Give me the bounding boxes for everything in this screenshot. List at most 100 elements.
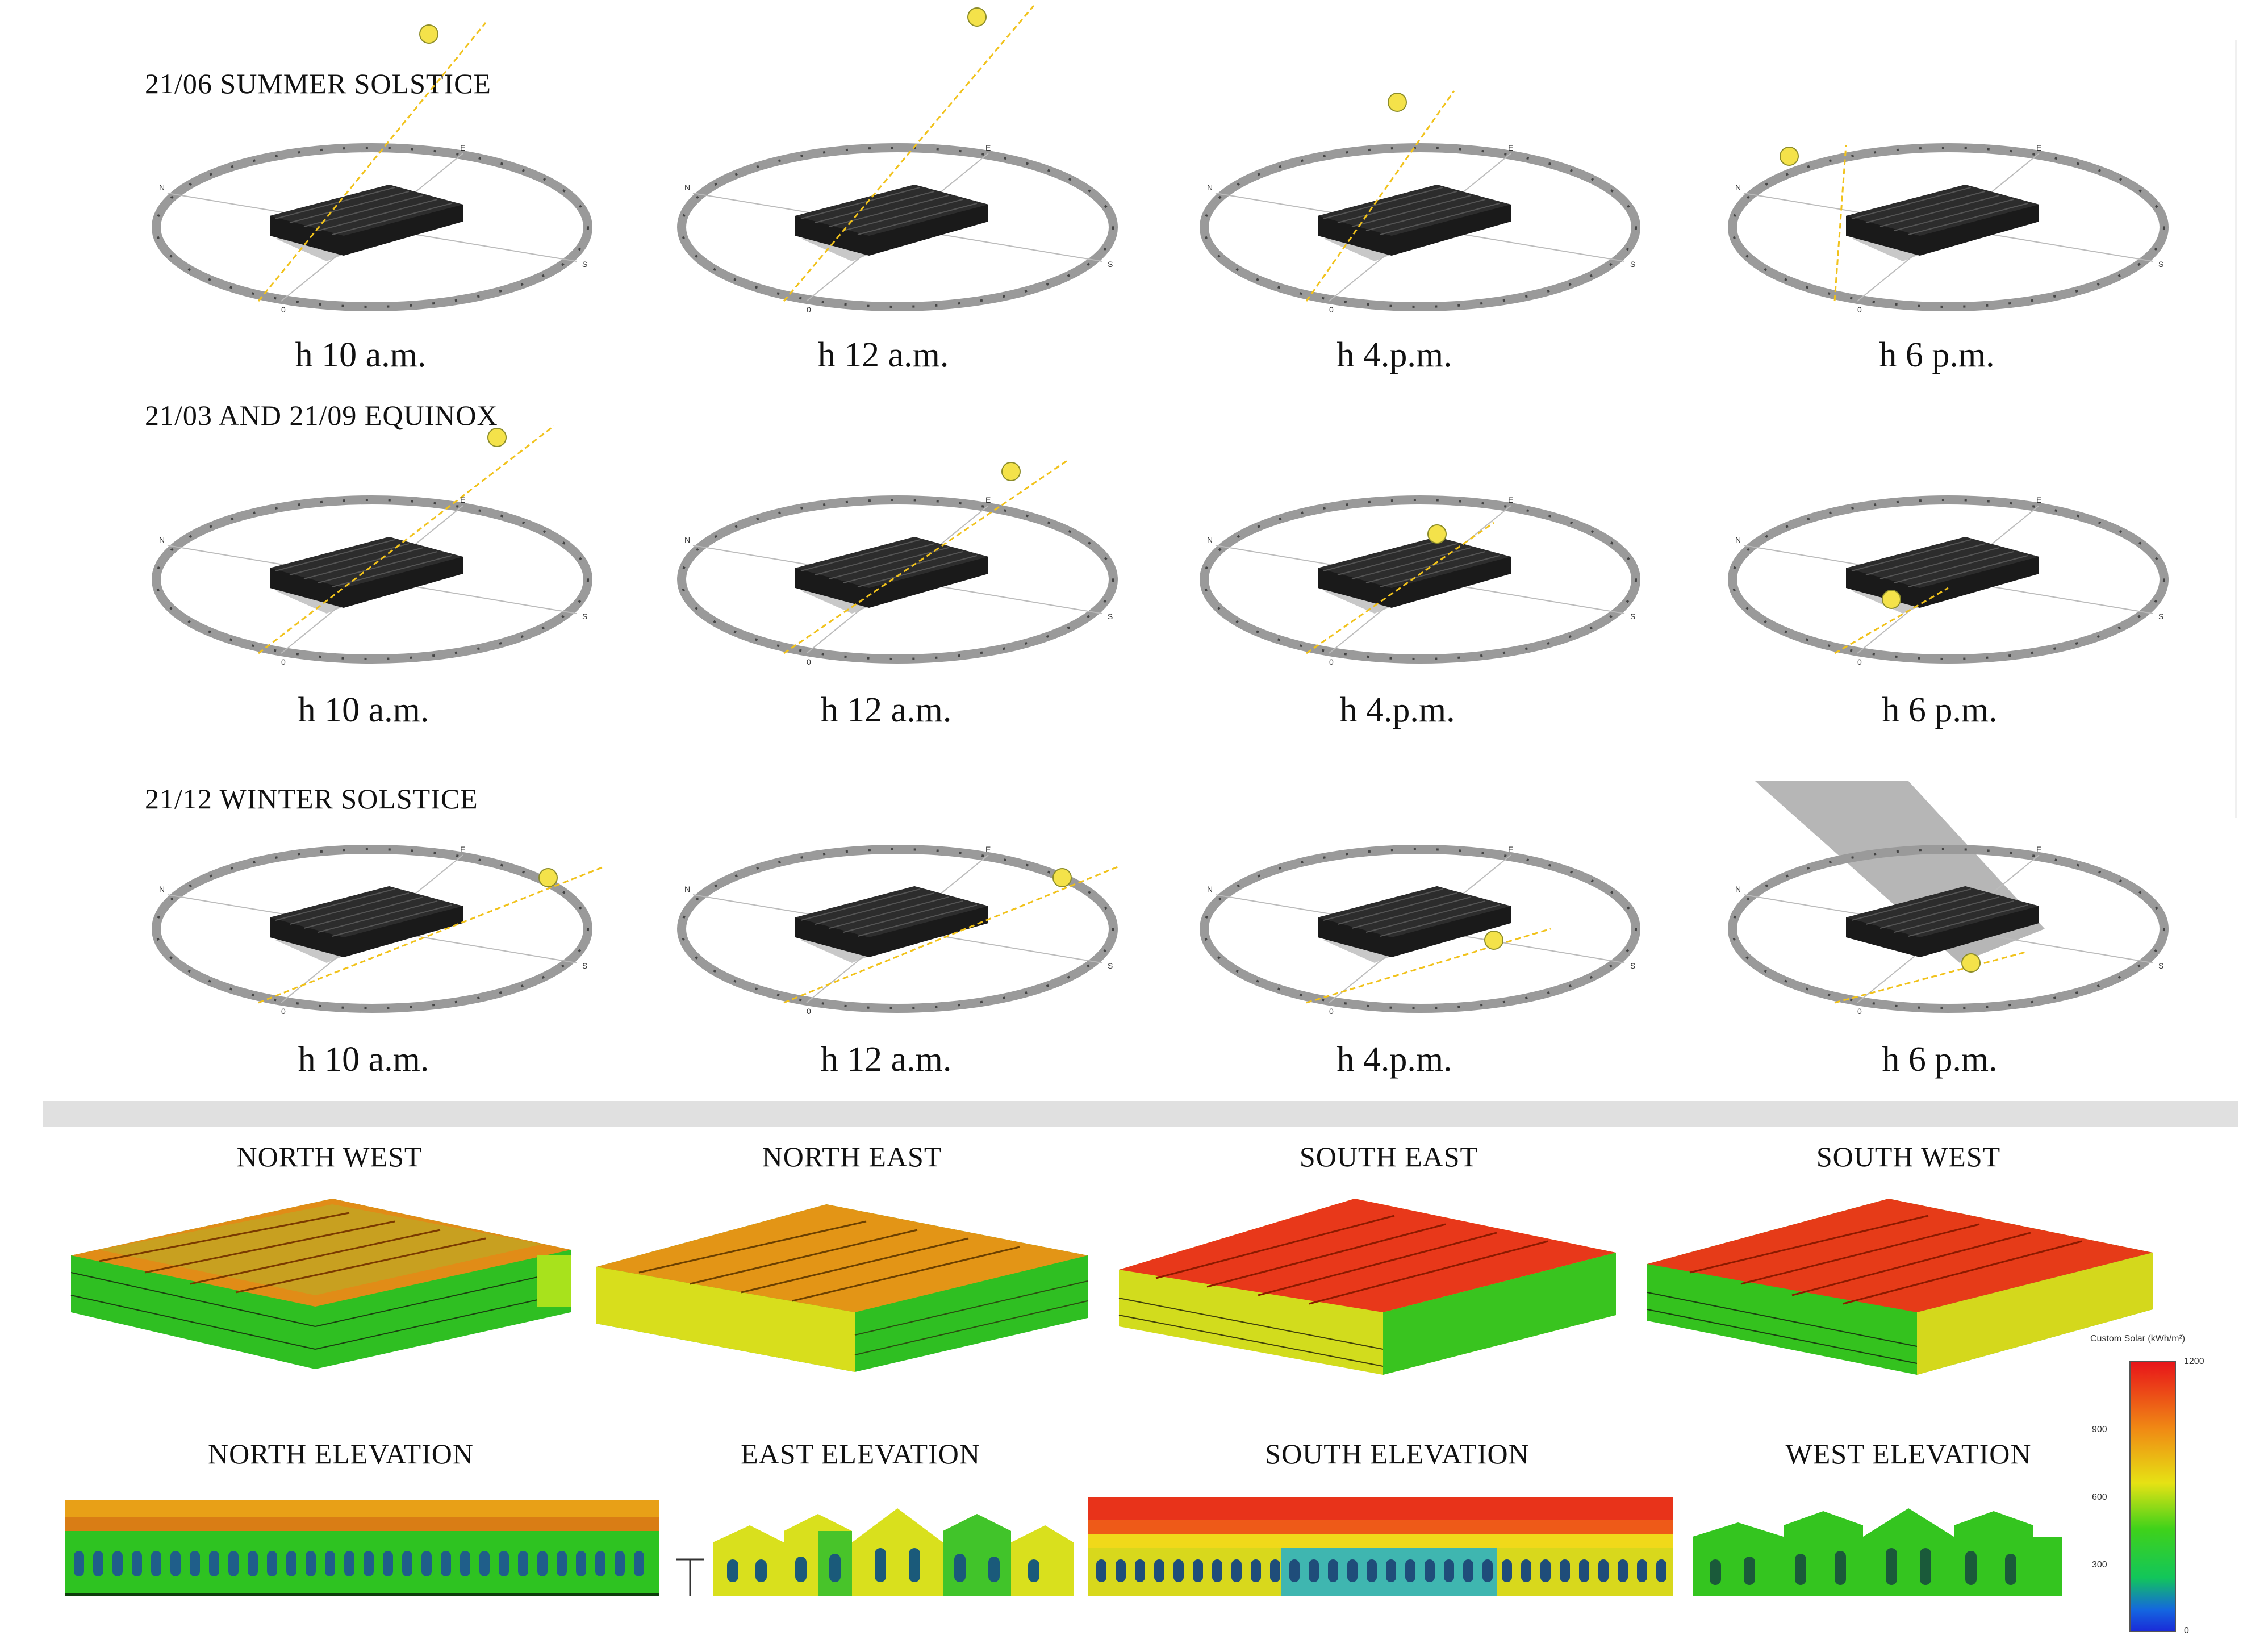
- legend-tick-900: 900: [2092, 1425, 2107, 1434]
- time-label: h 6 p.m.: [1882, 1040, 1998, 1079]
- compass-label: 0: [807, 1007, 811, 1016]
- compass-label: S: [1630, 260, 1635, 269]
- time-label: h 4.p.m.: [1339, 691, 1455, 729]
- building-model: [1318, 886, 1511, 957]
- compass-label: E: [460, 495, 465, 504]
- legend-tick-0: 0: [2184, 1626, 2189, 1636]
- building-model: [1318, 185, 1511, 256]
- compass-label: N: [159, 885, 165, 894]
- compass-label: N: [1735, 885, 1741, 894]
- compass-label: E: [2036, 845, 2041, 854]
- south-elevation-drawing: [1088, 1497, 1673, 1596]
- sun-study-diagram: N E S 0: [677, 845, 1120, 1016]
- compass-label: S: [1108, 612, 1113, 621]
- section-divider: [43, 1101, 2238, 1127]
- legend-tick-600: 600: [2092, 1492, 2107, 1502]
- solar-axo-north-east: [596, 1204, 1088, 1372]
- sun-icon: [1001, 462, 1021, 481]
- compass-label: N: [1207, 535, 1213, 544]
- building-model: [1846, 886, 2039, 957]
- sun-icon: [1882, 590, 1901, 609]
- compass-label: 0: [281, 305, 286, 314]
- compass-label: S: [1630, 961, 1635, 970]
- building-model: [270, 185, 463, 256]
- compass-label: S: [2158, 612, 2163, 621]
- legend-tick-300: 300: [2092, 1560, 2107, 1570]
- compass-label: S: [2158, 260, 2163, 269]
- sun-path-line: [257, 22, 487, 302]
- legend-tick-1200: 1200: [2184, 1357, 2204, 1366]
- sun-icon: [538, 868, 558, 887]
- elevation-title-west: WEST ELEVATION: [1785, 1438, 2032, 1470]
- compass-label: N: [684, 885, 690, 894]
- sun-path-line: [1305, 90, 1455, 302]
- west-elevation-drawing: [1693, 1508, 2062, 1596]
- time-label: h 10 a.m.: [298, 691, 429, 729]
- sun-path-line: [783, 5, 1035, 302]
- compass-label: N: [159, 183, 165, 192]
- row-title-equinox: 21/03 AND 21/09 EQUINOX: [145, 399, 498, 431]
- solar-axo-south-east: [1118, 1199, 1616, 1375]
- time-label: h 12 a.m.: [820, 1040, 952, 1079]
- building-model: [270, 886, 463, 957]
- compass-label: E: [985, 143, 991, 152]
- compass-label: S: [1630, 612, 1635, 621]
- sun-icon: [1961, 953, 1981, 973]
- compass-label: 0: [807, 305, 811, 314]
- compass-label: N: [1735, 535, 1741, 544]
- row-title-summer: 21/06 SUMMER SOLSTICE: [145, 68, 491, 99]
- sun-icon: [419, 24, 438, 44]
- compass-label: E: [985, 845, 991, 854]
- sun-icon: [1484, 931, 1503, 950]
- compass-label: E: [985, 495, 991, 504]
- north-elevation-drawing: [65, 1500, 659, 1596]
- elevation-title-south: SOUTH ELEVATION: [1265, 1438, 1530, 1470]
- view-title-south-east: SOUTH EAST: [1299, 1141, 1478, 1173]
- compass-label: 0: [1329, 305, 1334, 314]
- compass-label: S: [1108, 961, 1113, 970]
- solar-legend-colorbar: [2129, 1361, 2176, 1632]
- compass-label: E: [1508, 495, 1513, 504]
- sun-icon: [967, 7, 987, 27]
- sun-path-line: [258, 865, 605, 1004]
- compass-label: N: [1207, 183, 1213, 192]
- time-label: h 12 a.m.: [820, 691, 952, 729]
- row-title-winter: 21/12 WINTER SOLSTICE: [145, 783, 478, 815]
- building-model: [795, 185, 988, 256]
- sun-path-line: [1834, 950, 2028, 1004]
- image-edge: [2235, 40, 2237, 818]
- sun-path-line: [1306, 928, 1551, 1004]
- time-label: h 6 p.m.: [1882, 691, 1998, 729]
- time-label: h 6 p.m.: [1879, 336, 1995, 374]
- compass-label: S: [582, 961, 587, 970]
- sun-icon: [1427, 524, 1447, 544]
- time-label: h 4.p.m.: [1336, 1040, 1452, 1079]
- time-label: h 12 a.m.: [817, 336, 949, 374]
- sun-path-line: [783, 459, 1068, 654]
- sun-path-line: [1833, 144, 1847, 302]
- compass-label: E: [460, 845, 465, 854]
- compass-label: N: [684, 183, 690, 192]
- compass-label: 0: [807, 657, 811, 666]
- compass-label: S: [582, 612, 587, 621]
- solar-axo-north-west: [70, 1199, 571, 1369]
- compass-label: S: [2158, 961, 2163, 970]
- sun-icon: [487, 428, 507, 447]
- legend-title: Custom Solar (kWh/m²): [2090, 1334, 2186, 1344]
- building-model: [1846, 537, 2039, 608]
- sun-path-line: [783, 865, 1120, 1004]
- sun-path-line: [1306, 522, 1494, 654]
- compass-label: 0: [1329, 657, 1334, 666]
- sun-study-diagram: N E S 0: [1200, 495, 1640, 666]
- sun-icon: [1052, 868, 1072, 887]
- view-title-south-west: SOUTH WEST: [1816, 1141, 2001, 1173]
- building-model: [795, 537, 988, 608]
- time-label: h 10 a.m.: [298, 1040, 429, 1079]
- time-label: h 10 a.m.: [295, 336, 427, 374]
- building-model: [1846, 185, 2039, 256]
